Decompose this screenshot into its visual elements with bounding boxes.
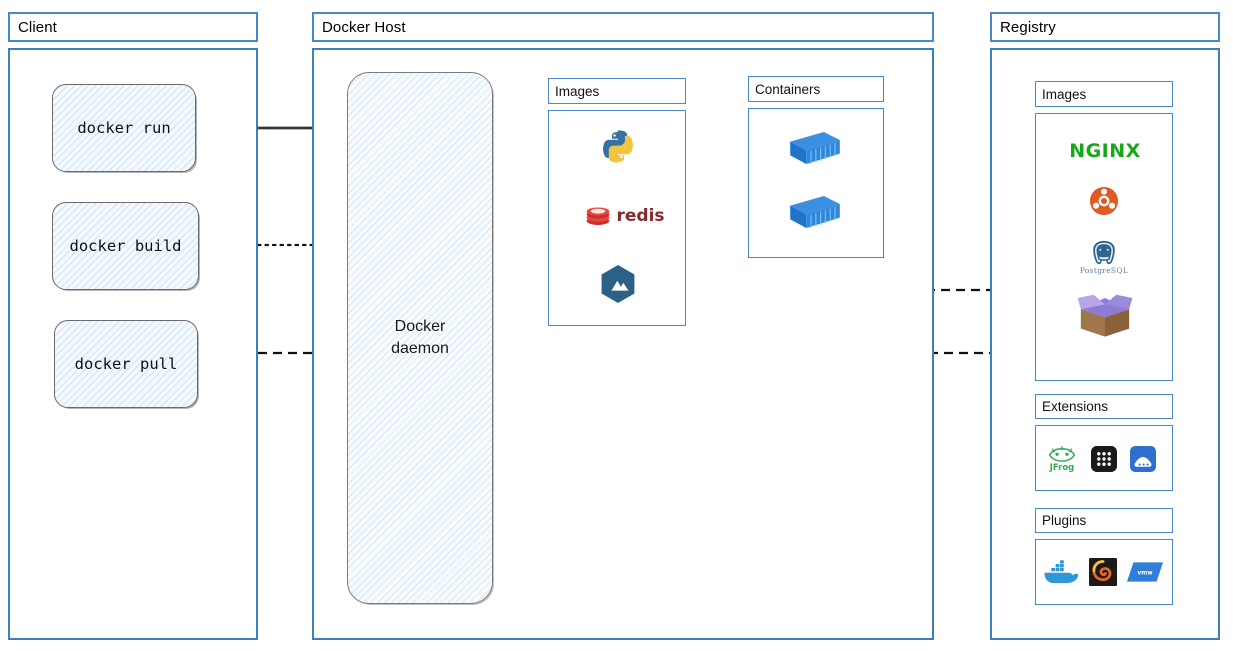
registry-images-title: Images [1042,86,1087,102]
postgresql-label: PostgreSQL [1079,266,1129,275]
host-images-header: Images [548,78,686,104]
blue-disk-icon[interactable] [1129,445,1157,473]
shipping-container-icon [786,190,844,234]
docker-host-panel-header: Docker Host [312,12,934,42]
grafana-logo[interactable] [1088,557,1118,587]
registry-images-header: Images [1035,81,1173,107]
client-panel-header: Client [8,12,258,42]
command-docker-build-label: docker build [69,237,182,255]
python-logo [598,127,638,167]
docker-host-title: Docker Host [322,18,406,36]
host-containers-header: Containers [748,76,884,102]
docker-daemon-label-line2: daemon [391,340,449,357]
grid-apps-icon[interactable] [1090,445,1118,473]
client-title: Client [18,18,57,36]
command-docker-run-label: docker run [77,119,171,137]
registry-extensions-header: Extensions [1035,394,1173,419]
jfrog-logo[interactable]: JFrog [1045,443,1079,475]
command-docker-run[interactable]: docker run [52,84,196,172]
jfrog-label: JFrog [1049,463,1075,473]
command-docker-build[interactable]: docker build [52,202,199,290]
redis-label: redis [616,206,665,226]
alpine-logo [596,262,640,306]
redis-logo: redis [580,200,670,232]
docker-daemon-label-line1: Docker [394,318,446,336]
nginx-logo: NGINX [1060,138,1150,164]
host-containers-title: Containers [755,81,821,97]
package-box-icon [1075,290,1135,342]
registry-title: Registry [1000,18,1056,36]
host-images-title: Images [555,83,600,99]
docker-whale-logo[interactable] [1042,557,1080,587]
command-docker-pull-label: docker pull [74,355,178,373]
registry-panel-header: Registry [990,12,1220,42]
nginx-label: NGINX [1069,140,1141,162]
registry-plugins-header: Plugins [1035,508,1173,533]
registry-plugins-title: Plugins [1042,513,1087,528]
shipping-container-icon [786,126,844,170]
docker-daemon-box[interactable]: Docker daemon [347,72,493,604]
command-docker-pull[interactable]: docker pull [54,320,198,408]
ubuntu-logo [1088,185,1120,217]
svg-text:vmw: vmw [1137,571,1153,577]
vmware-logo[interactable]: vmw [1126,558,1164,586]
registry-extensions-title: Extensions [1042,399,1109,414]
postgresql-logo: PostgreSQL [1080,236,1128,278]
host-containers-body [748,108,884,258]
